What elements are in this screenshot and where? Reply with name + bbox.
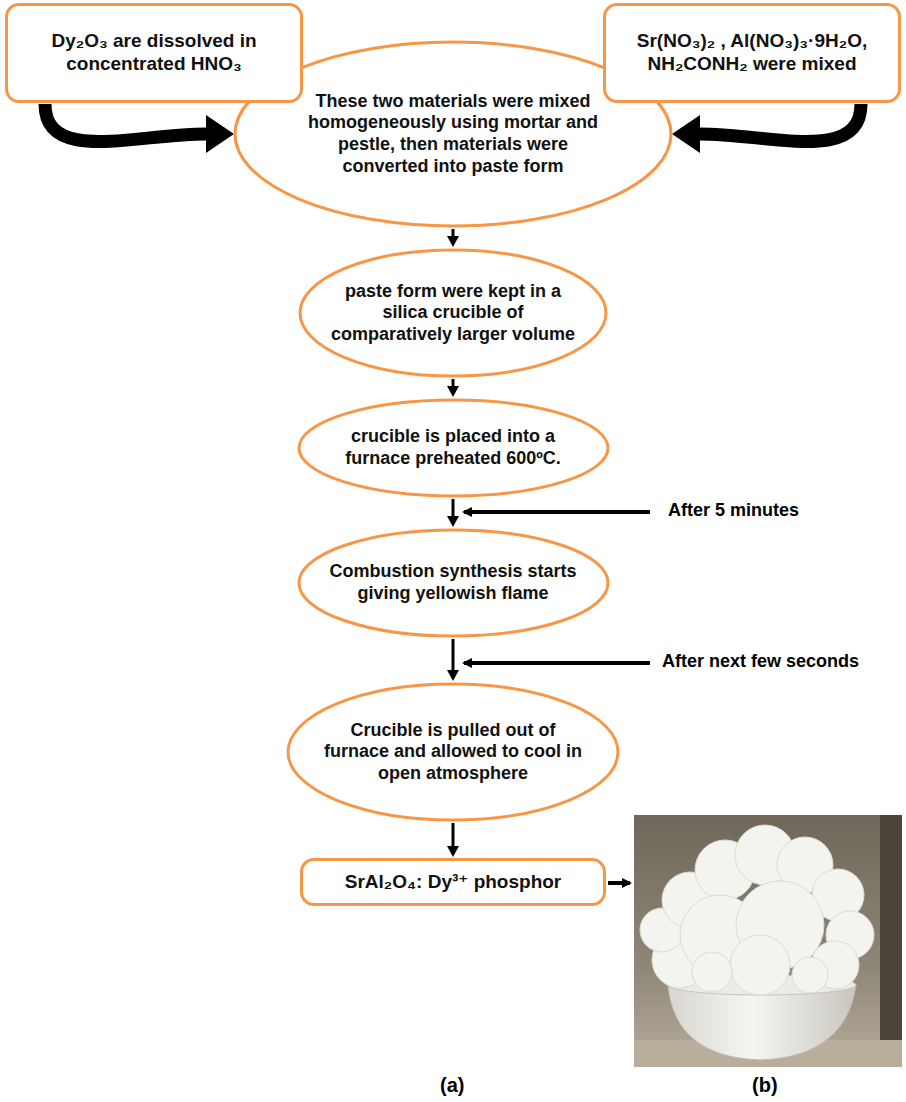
input-box: Sr(NO₃)₂ , Al(NO₃)₃·9H₂O, NH₂CONH₂ were … [603, 3, 901, 103]
arrow-head [447, 670, 459, 681]
arrow-shaft [452, 639, 455, 671]
arrow-shaft [452, 379, 455, 387]
node-text: Crucible is pulled out of furnace and al… [323, 720, 583, 785]
panel-label-holder: (b) [752, 1074, 778, 1097]
flow-arrow [447, 823, 459, 857]
time-note: After next few seconds [662, 651, 859, 671]
input-box: Dy₂O₃ are dissolved in concentrated HNO₃ [5, 3, 303, 103]
arrow-head [206, 115, 234, 153]
arrow-shaft [45, 104, 206, 142]
pointer-arrow [464, 510, 650, 514]
arrow-shaft [452, 823, 455, 847]
product-photo [634, 815, 902, 1067]
process-ellipse: paste form were kept in a silica crucibl… [298, 248, 608, 378]
process-ellipse: Crucible is pulled out of furnace and al… [286, 682, 620, 822]
flow-arrow [447, 499, 459, 527]
time-note: After 5 minutes [668, 500, 799, 520]
node-text: These two materials were mixed homogeneo… [303, 91, 603, 177]
node-text: SrAl₂O₄: Dy³⁺ phosphor [308, 871, 598, 894]
pointer-arrow [464, 661, 650, 665]
pointer-arrow [608, 881, 630, 885]
process-ellipse: crucible is placed into a furnace prehea… [297, 398, 610, 498]
node-text: paste form were kept in a silica crucibl… [329, 281, 577, 346]
result-box: SrAl₂O₄: Dy³⁺ phosphor [300, 858, 606, 906]
arrow-shaft [452, 499, 455, 517]
time-note-holder: After next few seconds [662, 651, 859, 672]
node-text: crucible is placed into a furnace prehea… [328, 426, 578, 469]
flow-arrow [447, 229, 459, 247]
panel-label: (a) [440, 1074, 464, 1096]
time-note-holder: After 5 minutes [668, 500, 799, 521]
node-text: Combustion synthesis starts giving yello… [328, 561, 578, 604]
flow-arrow [45, 104, 234, 153]
arrow-shaft [452, 229, 455, 237]
arrow-head [672, 115, 700, 153]
arrow-head [447, 846, 459, 857]
flow-arrow [672, 104, 861, 153]
flow-arrow [447, 639, 459, 681]
panel-label: (b) [752, 1074, 778, 1096]
arrow-head [447, 516, 459, 527]
arrow-head [447, 236, 459, 247]
arrow-shaft [700, 104, 861, 142]
node-text: Sr(NO₃)₂ , Al(NO₃)₃·9H₂O, NH₂CONH₂ were … [613, 30, 891, 76]
process-ellipse: Combustion synthesis starts giving yello… [297, 528, 610, 638]
flow-arrow [447, 379, 459, 397]
node-text: Dy₂O₃ are dissolved in concentrated HNO₃ [19, 30, 289, 76]
panel-label-holder: (a) [440, 1074, 464, 1097]
arrow-head [447, 386, 459, 397]
